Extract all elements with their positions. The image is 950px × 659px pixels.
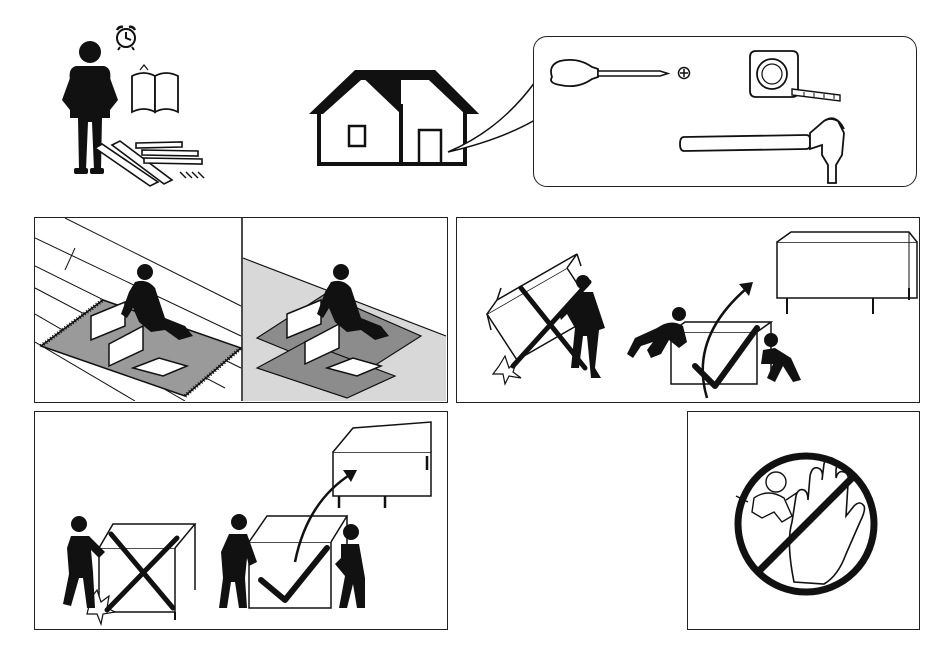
tape-measure-icon <box>750 51 840 101</box>
wrong-lift-icon <box>487 254 605 384</box>
child-safety-panel <box>687 411 920 630</box>
lift-low-unit-illustration <box>35 412 446 628</box>
manual-book-icon <box>132 65 178 112</box>
phillips-screw-icon <box>679 68 690 79</box>
hammer-icon <box>680 118 844 183</box>
carpet-assembly-icon <box>35 218 241 401</box>
wrong-lift-low-icon <box>63 516 195 624</box>
screwdriver-icon <box>551 60 668 86</box>
person-reading-scene <box>40 20 230 195</box>
alarm-clock-icon <box>117 27 135 50</box>
correct-lift-icon <box>627 232 917 398</box>
child-safety-illustration <box>688 412 918 628</box>
flat-pack-parts-icon <box>95 141 204 186</box>
assembly-surface-panel <box>34 217 448 403</box>
correct-lift-low-icon <box>219 422 431 608</box>
lift-tall-unit-illustration <box>457 218 918 401</box>
step-read-instructions <box>40 20 230 195</box>
tools-bubble <box>533 36 917 187</box>
lift-low-unit-panel <box>34 411 448 630</box>
assembly-surface-illustration <box>35 218 446 401</box>
lift-tall-unit-panel <box>456 217 920 403</box>
cardboard-assembly-icon <box>243 258 446 401</box>
tools-illustration <box>534 37 915 185</box>
